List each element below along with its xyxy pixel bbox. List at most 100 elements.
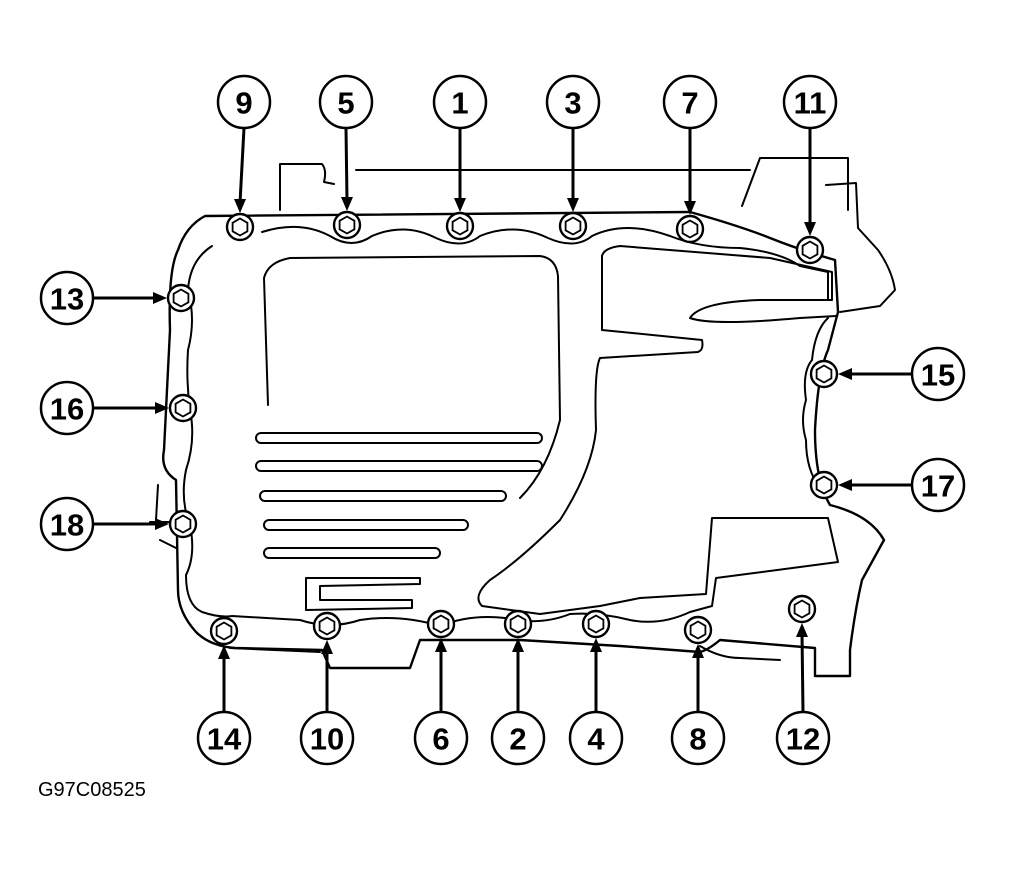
bolt-hex-head — [801, 240, 819, 260]
callout-number: 1 — [451, 86, 468, 121]
arrowhead-3 — [567, 198, 579, 212]
callout-number: 6 — [432, 722, 449, 757]
callout-circle — [432, 74, 488, 130]
bolt-9 — [225, 212, 255, 242]
callout-circle — [196, 710, 252, 766]
callout-circle — [670, 710, 726, 766]
bolt-18 — [168, 509, 198, 539]
bolt-6 — [426, 609, 456, 639]
callout-circle — [216, 74, 272, 130]
callout-number: 2 — [509, 722, 526, 757]
callout-circle — [775, 710, 831, 766]
bolt-hex-head — [587, 614, 605, 634]
rib-1 — [255, 432, 543, 444]
arrowhead-11 — [804, 222, 816, 236]
bolt-1 — [445, 211, 475, 241]
arrowhead-4 — [590, 638, 602, 652]
callout-2: 2 — [490, 710, 546, 766]
oil-pan-drawing — [149, 157, 896, 678]
callout-circle — [318, 74, 374, 130]
callout-leaders — [93, 127, 912, 713]
callout-circle — [545, 74, 601, 130]
callout-number: 13 — [50, 282, 84, 317]
callout-number: 18 — [50, 508, 84, 543]
callout-11: 11 — [782, 74, 838, 130]
callout-circle — [413, 710, 469, 766]
callout-number: 10 — [310, 722, 344, 757]
bolt-10 — [312, 611, 342, 641]
callout-circle — [39, 496, 95, 552]
leader-line-5 — [344, 127, 349, 202]
callout-4: 4 — [568, 710, 624, 766]
rib-3 — [259, 490, 507, 502]
bolt-7 — [675, 214, 705, 244]
callout-3: 3 — [545, 74, 601, 130]
bolt-hex-head — [509, 614, 527, 634]
bolt-16 — [168, 393, 198, 423]
pan-flange-inner — [182, 225, 829, 627]
bolt-hex-head — [432, 614, 450, 634]
callout-number: 7 — [681, 86, 698, 121]
callout-18: 18 — [39, 496, 95, 552]
callout-number: 12 — [786, 722, 820, 757]
bolt-hex-head — [174, 514, 192, 534]
arrowhead-7 — [684, 201, 696, 215]
rib-2 — [255, 460, 543, 472]
bolt-14 — [209, 616, 239, 646]
callout-5: 5 — [318, 74, 374, 130]
callout-number: 17 — [921, 469, 955, 504]
bolt-12 — [787, 594, 817, 624]
callout-17: 17 — [910, 457, 966, 513]
figure-code: G97C08525 — [38, 779, 146, 801]
bolt-heads — [166, 210, 839, 646]
bolt-5 — [332, 210, 362, 240]
bolt-hex-head — [174, 398, 192, 418]
arrowhead-18 — [155, 518, 169, 530]
bolt-17 — [809, 470, 839, 500]
bolt-hex-head — [172, 288, 190, 308]
block-edge-top — [279, 157, 896, 313]
callout-circle — [568, 710, 624, 766]
arrowhead-14 — [218, 645, 230, 659]
arrowhead-6 — [435, 638, 447, 652]
callout-circle — [490, 710, 546, 766]
callout-15: 15 — [910, 346, 966, 402]
callout-circle — [39, 270, 95, 326]
callout-number: 9 — [235, 86, 252, 121]
arrowhead-10 — [321, 640, 333, 654]
callout-circle — [910, 457, 966, 513]
arrowhead-17 — [838, 479, 852, 491]
arrowhead-2 — [512, 638, 524, 652]
arrowhead-12 — [796, 623, 808, 637]
bolt-hex-head — [215, 621, 233, 641]
callout-16: 16 — [39, 380, 95, 436]
rib-4 — [263, 519, 469, 531]
lower-edge-lines — [229, 645, 781, 661]
bolt-hex-head — [318, 616, 336, 636]
bolt-hex-head — [338, 215, 356, 235]
callout-number: 15 — [921, 358, 955, 393]
callout-number: 3 — [564, 86, 581, 121]
bolt-2 — [503, 609, 533, 639]
leader-line-9 — [238, 127, 246, 204]
arrowhead-8 — [692, 644, 704, 658]
bolt-hex-head — [231, 217, 249, 237]
bolt-hex-head — [681, 219, 699, 239]
callout-number: 5 — [337, 86, 354, 121]
arrowhead-1 — [454, 198, 466, 212]
bolt-hex-head — [815, 364, 833, 384]
arrowhead-9 — [234, 199, 246, 213]
callout-number: 11 — [794, 86, 827, 121]
bolt-hex-head — [564, 216, 582, 236]
bolt-hex-head — [793, 599, 811, 619]
drain-boss — [305, 577, 421, 611]
rib-5 — [263, 547, 441, 559]
bolt-8 — [683, 615, 713, 645]
bolt-hex-head — [451, 216, 469, 236]
callout-circle — [299, 710, 355, 766]
bolt-hex-head — [815, 475, 833, 495]
callout-6: 6 — [413, 710, 469, 766]
callout-7: 7 — [662, 74, 718, 130]
callout-12: 12 — [775, 710, 831, 766]
